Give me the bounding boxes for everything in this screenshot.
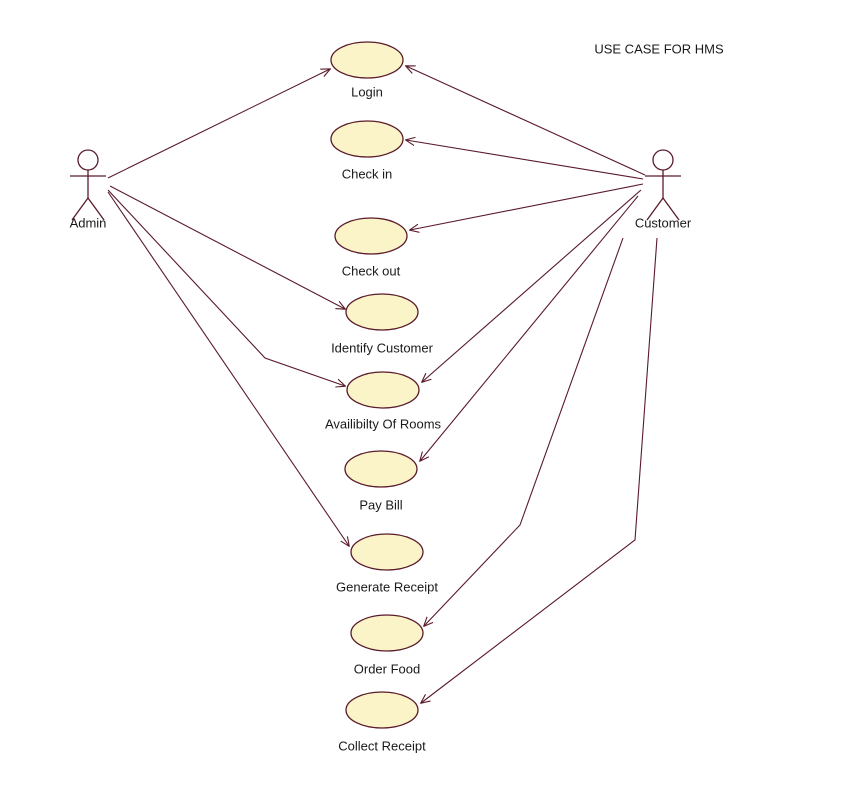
use-case-ellipse[interactable] [346,371,420,409]
use-case-ellipse[interactable] [345,293,419,331]
use-case-ellipse[interactable] [345,691,419,729]
actor-head-icon [77,149,99,171]
use-case-pay-bill[interactable]: Pay Bill [344,450,418,512]
use-case-availibilty-of-rooms[interactable]: Availibilty Of Rooms [325,371,442,431]
actor-head-icon [652,149,674,171]
association-line [421,237,658,703]
use-case-label: Check in [342,166,393,181]
association-customer-login [406,66,646,176]
diagram-title: USE CASE FOR HMS [594,41,724,56]
use-case-identify-customer[interactable]: Identify Customer [331,293,434,355]
association-admin-availibilty-of-rooms [107,189,345,386]
use-case-label: Login [351,84,383,99]
use-case-order-food[interactable]: Order Food [350,614,424,676]
association-line [107,69,330,179]
association-line [107,189,345,386]
use-case-ellipse[interactable] [350,614,424,652]
association-line [406,66,646,176]
actor-layer: Admin Customer [70,149,692,230]
association-customer-pay-bill [420,195,639,461]
association-line [109,185,345,309]
use-case-ellipse[interactable] [350,533,424,571]
association-customer-check-in [406,140,644,180]
association-layer [107,66,658,703]
use-case-label: Check out [342,263,401,278]
association-customer-order-food [424,237,624,626]
actor-leg-right [662,197,680,221]
actor-admin[interactable]: Admin [70,149,107,230]
association-admin-login [107,69,330,179]
association-admin-identify-customer [109,185,345,309]
use-case-label: Pay Bill [359,497,402,512]
use-case-check-out[interactable]: Check out [334,217,408,278]
association-customer-check-out [410,183,644,230]
use-case-login[interactable]: Login [330,41,404,99]
use-case-check-in[interactable]: Check in [330,120,404,181]
association-line [420,195,639,461]
actor-leg-left [71,197,89,221]
association-line [107,191,349,546]
association-customer-collect-receipt [421,237,658,703]
association-line [406,140,644,180]
use-case-ellipse[interactable] [330,120,404,158]
association-admin-generate-receipt [107,191,349,546]
actor-label: Customer [635,215,692,230]
use-case-label: Identify Customer [331,340,434,355]
use-case-label: Order Food [354,661,420,676]
actor-label: Admin [70,215,107,230]
actor-leg-left [646,197,664,221]
association-line [424,237,624,626]
use-case-ellipse[interactable] [334,217,408,255]
use-case-label: Collect Receipt [338,738,426,753]
use-case-generate-receipt[interactable]: Generate Receipt [336,533,438,594]
use-case-label: Generate Receipt [336,579,438,594]
use-case-ellipse[interactable] [344,450,418,488]
association-line [410,183,644,230]
use-case-collect-receipt[interactable]: Collect Receipt [338,691,426,753]
use-case-ellipse[interactable] [330,41,404,79]
actor-customer[interactable]: Customer [635,149,692,230]
association-line [422,189,642,382]
use-case-label: Availibilty Of Rooms [325,416,442,431]
association-customer-availibilty-of-rooms [422,189,642,382]
actor-leg-right [87,197,105,221]
